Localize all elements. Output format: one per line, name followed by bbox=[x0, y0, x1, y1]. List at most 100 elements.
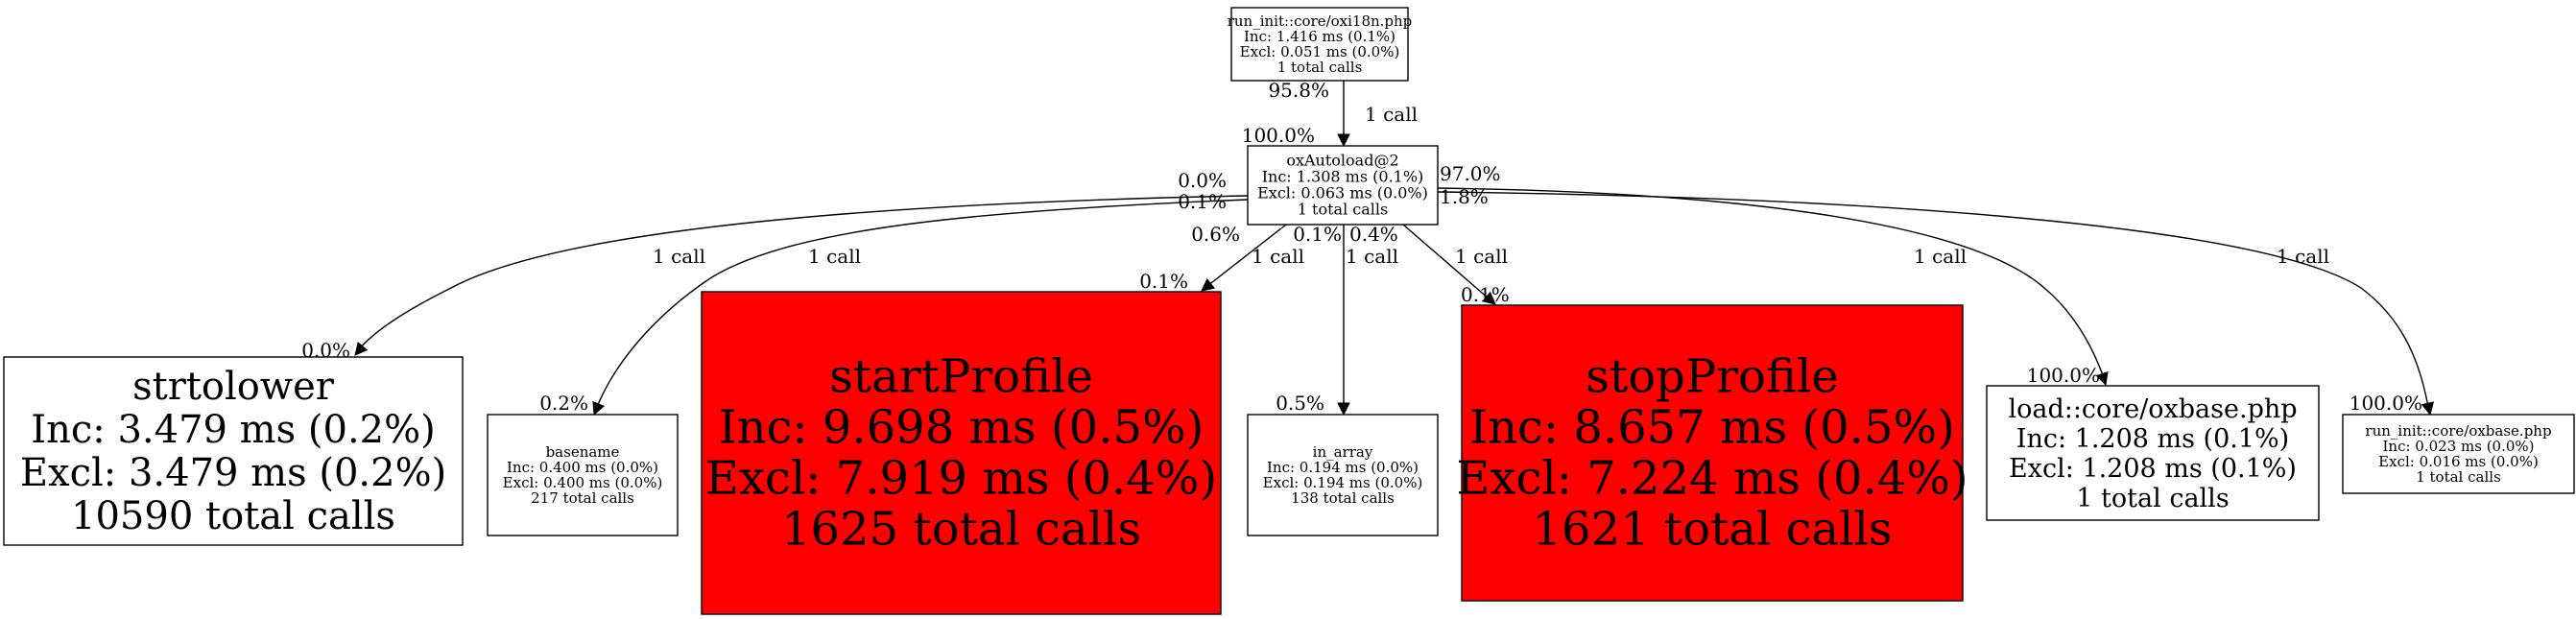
node-box bbox=[3, 356, 464, 546]
node-title: startProfile bbox=[829, 349, 1093, 403]
node-title: load::core/oxbase.php bbox=[2008, 394, 2297, 424]
edge-tail-percent: 0.1% bbox=[1293, 223, 1342, 246]
node-title: strtolower bbox=[132, 365, 335, 409]
node-exclusive-time: Excl: 0.063 ms (0.0%) bbox=[1257, 184, 1428, 202]
edge-line bbox=[596, 199, 1249, 408]
node-total-calls: 1 total calls bbox=[1277, 59, 1363, 76]
node-exclusive-time: Excl: 7.919 ms (0.4%) bbox=[705, 451, 1217, 505]
arrowhead-icon bbox=[592, 400, 605, 417]
node-box bbox=[701, 291, 1222, 615]
edge-tail-percent: 97.0% bbox=[1440, 162, 1501, 185]
node-title: run_init::core/oxbase.php bbox=[2365, 422, 2551, 440]
edge-head-percent: 100.0% bbox=[1242, 124, 1315, 147]
edge-line bbox=[1402, 224, 1491, 300]
arrowhead-icon bbox=[1337, 133, 1350, 148]
edge-tail-percent: 0.0% bbox=[1178, 169, 1227, 192]
edge-tail-percent: 1.8% bbox=[1440, 185, 1489, 208]
edge-call-label: 1 call bbox=[1365, 103, 1418, 126]
edge-call-label: 1 call bbox=[1252, 245, 1304, 268]
node-exclusive-time: Excl: 3.479 ms (0.2%) bbox=[20, 451, 446, 495]
edge-head-percent: 0.1% bbox=[1139, 270, 1188, 293]
edge-head-percent: 0.5% bbox=[1276, 392, 1324, 415]
node-inclusive-time: Inc: 9.698 ms (0.5%) bbox=[719, 400, 1205, 454]
edge-line bbox=[1437, 191, 2429, 408]
arrowhead-icon bbox=[2095, 371, 2109, 387]
node-inclusive-time: Inc: 8.657 ms (0.5%) bbox=[1469, 400, 1955, 454]
node-total-calls: 1 total calls bbox=[1298, 201, 1388, 219]
arrowhead-icon bbox=[1201, 277, 1216, 292]
edge-tail-percent: 0.1% bbox=[1178, 190, 1227, 213]
node-box bbox=[1247, 414, 1439, 536]
edge-call-label: 1 call bbox=[1346, 245, 1398, 268]
arrowhead-icon bbox=[2421, 401, 2435, 417]
edge-runoxbase: 1 call 1.8% 100.0% bbox=[1437, 185, 2435, 417]
edge-tail-percent: 0.6% bbox=[1191, 223, 1240, 246]
edge-call-label: 1 call bbox=[653, 245, 705, 268]
node-inclusive-time: Inc: 1.208 ms (0.1%) bbox=[2016, 424, 2289, 454]
node-exclusive-time: Excl: 0.016 ms (0.0%) bbox=[2378, 453, 2539, 470]
node-total-calls: 217 total calls bbox=[531, 489, 634, 507]
edge-startprofile: 1 call 0.6% 0.1% bbox=[1139, 223, 1304, 293]
node-box bbox=[1230, 7, 1409, 82]
edge-call-label: 1 call bbox=[1914, 245, 1967, 268]
edge-tail-percent: 95.8% bbox=[1268, 79, 1329, 102]
node-box bbox=[487, 414, 679, 536]
node-title: basename bbox=[546, 443, 620, 461]
arrowhead-icon bbox=[354, 342, 369, 356]
node-box bbox=[2342, 414, 2575, 494]
node-title: oxAutoload@2 bbox=[1286, 152, 1398, 170]
edge-call-label: 1 call bbox=[808, 245, 861, 268]
node-total-calls: 10590 total calls bbox=[71, 494, 395, 538]
edge-line bbox=[1206, 224, 1287, 287]
edge-oxi18n_autoload: 1 call 95.8% 100.0% bbox=[1242, 79, 1418, 148]
edge-basename: 1 call 0.1% 0.2% bbox=[539, 190, 1249, 417]
node-exclusive-time: Excl: 1.208 ms (0.1%) bbox=[2009, 454, 2297, 484]
node-box bbox=[1986, 385, 2320, 521]
node-inclusive-time: Inc: 1.416 ms (0.1%) bbox=[1244, 28, 1395, 45]
edge-call-label: 1 call bbox=[2277, 245, 2329, 268]
arrowhead-icon bbox=[1337, 402, 1350, 417]
node-box bbox=[1461, 304, 1964, 602]
edge-head-percent: 100.0% bbox=[2349, 392, 2422, 415]
node-total-calls: 1621 total calls bbox=[1533, 502, 1893, 556]
node-total-calls: 1 total calls bbox=[2076, 484, 2229, 513]
node-inclusive-time: Inc: 3.479 ms (0.2%) bbox=[31, 408, 435, 452]
arrowhead-icon bbox=[1482, 291, 1496, 305]
edge-head-percent: 0.2% bbox=[539, 392, 588, 415]
node-total-calls: 138 total calls bbox=[1291, 489, 1395, 507]
node-inclusive-time: Inc: 1.308 ms (0.1%) bbox=[1262, 168, 1424, 186]
node-box bbox=[1247, 145, 1439, 226]
edge-head-percent: 0.1% bbox=[1461, 283, 1510, 306]
node-title: run_init::core/oxi18n.php bbox=[1228, 12, 1413, 30]
node-total-calls: 1 total calls bbox=[2416, 468, 2501, 486]
edge-call-label: 1 call bbox=[1455, 245, 1508, 268]
edge-tail-percent: 0.4% bbox=[1349, 223, 1398, 246]
node-title: stopProfile bbox=[1586, 349, 1838, 403]
node-exclusive-time: Excl: 0.051 ms (0.0%) bbox=[1240, 43, 1400, 60]
node-title: in_array bbox=[1313, 443, 1373, 461]
node-inclusive-time: Inc: 0.400 ms (0.0%) bbox=[507, 459, 658, 476]
node-inclusive-time: Inc: 0.194 ms (0.0%) bbox=[1267, 459, 1419, 476]
node-exclusive-time: Excl: 0.400 ms (0.0%) bbox=[503, 474, 663, 491]
node-exclusive-time: Excl: 7.224 ms (0.4%) bbox=[1456, 451, 1968, 505]
edge-head-percent: 100.0% bbox=[2027, 364, 2100, 387]
node-exclusive-time: Excl: 0.194 ms (0.0%) bbox=[1263, 474, 1423, 491]
node-inclusive-time: Inc: 0.023 ms (0.0%) bbox=[2382, 438, 2534, 455]
edge-loadoxbase: 1 call 97.0% 100.0% bbox=[1437, 162, 2109, 387]
edge-line bbox=[1437, 187, 2105, 379]
edge-line bbox=[356, 195, 1249, 352]
